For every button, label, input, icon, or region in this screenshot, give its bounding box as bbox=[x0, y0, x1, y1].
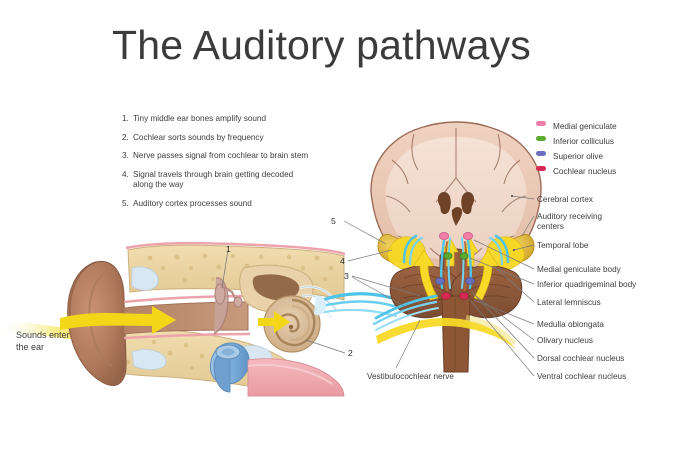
brain-coronal-section bbox=[370, 121, 542, 373]
step-number: 5. bbox=[122, 198, 129, 208]
ear-cross-section bbox=[60, 241, 398, 397]
page-title: The Auditory pathways bbox=[112, 22, 531, 68]
step-text: Auditory cortex processes sound bbox=[133, 198, 252, 208]
legend-label: Superior olive bbox=[553, 152, 604, 161]
step-text: Cochlear sorts sounds by frequency bbox=[133, 132, 264, 142]
leader-dots bbox=[510, 194, 516, 252]
eustachian-tube bbox=[209, 342, 250, 393]
list-item: 1. Tiny middle ear bones amplify sound bbox=[122, 114, 357, 124]
annotation-auditory-receiving-centers: Auditory receiving centers bbox=[537, 212, 603, 231]
annotation-dorsal-cochlear-nucleus: Dorsal cochlear nucleus bbox=[537, 354, 625, 363]
step-number: 4. bbox=[122, 169, 129, 179]
annotation-lateral-lemniscus: Lateral lemniscus bbox=[537, 298, 601, 307]
annotation-cerebral-cortex: Cerebral cortex bbox=[537, 195, 593, 204]
legend-item: Medial geniculate bbox=[536, 116, 617, 131]
legend-item: Inferior colliculus bbox=[536, 131, 617, 146]
callout-3: 3 bbox=[344, 271, 349, 281]
step-number: 2. bbox=[122, 132, 129, 142]
step-number: 3. bbox=[122, 151, 129, 161]
legend-swatch-icon bbox=[536, 135, 546, 141]
list-item: 2. Cochlear sorts sounds by frequency bbox=[122, 133, 357, 143]
list-item: 5. Auditory cortex processes sound bbox=[122, 199, 357, 209]
steps-list: 1. Tiny middle ear bones amplify sound 2… bbox=[122, 114, 357, 217]
annotation-inferior-quadrigeminal-body: Inferior quadrigeminal body bbox=[537, 280, 637, 289]
legend-item: Superior olive bbox=[536, 146, 617, 161]
callout-1: 1 bbox=[226, 244, 231, 254]
callout-2: 2 bbox=[348, 348, 353, 358]
leader-lines bbox=[221, 195, 535, 377]
sound-arrow-canal bbox=[60, 306, 176, 334]
legend-swatch-icon bbox=[536, 120, 546, 126]
step-text: Nerve passes signal from cochlear to bra… bbox=[133, 151, 309, 161]
caption-vestibulocochlear-nerve: Vestibulocochlear nerve bbox=[367, 372, 454, 381]
step-text: Signal travels through brain getting dec… bbox=[133, 169, 294, 190]
list-item: 3. Nerve passes signal from cochlear to … bbox=[122, 151, 357, 161]
legend-label: Cochlear nucleus bbox=[553, 167, 617, 176]
nuclei-markers bbox=[435, 231, 475, 300]
legend-label: Inferior colliculus bbox=[553, 137, 614, 146]
step-number: 1. bbox=[122, 114, 129, 123]
annotation-olivary-nucleus: Olivary nucleus bbox=[537, 336, 593, 345]
caption-sounds-enter-the-ear: Sounds enter the ear bbox=[16, 330, 70, 352]
middle-ear-bones bbox=[213, 277, 243, 335]
callout-5: 5 bbox=[331, 216, 336, 226]
annotation-temporal-lobe: Temporal lobe bbox=[537, 241, 589, 250]
annotation-medulla-oblongata: Medulla oblongata bbox=[537, 320, 604, 329]
step-text: Tiny middle ear bones amplify sound bbox=[133, 114, 267, 123]
legend-label: Medial geniculate bbox=[553, 122, 617, 131]
callout-4: 4 bbox=[340, 256, 345, 266]
cochlea bbox=[263, 295, 321, 353]
annotation-ventral-cochlear-nucleus: Ventral cochlear nucleus bbox=[537, 372, 627, 381]
annotation-medial-geniculate-body: Medial geniculate body bbox=[537, 265, 621, 274]
legend-swatch-icon bbox=[536, 150, 546, 156]
legend-swatch-icon bbox=[536, 165, 546, 171]
legend-item: Cochlear nucleus bbox=[536, 161, 617, 176]
list-item: 4. Signal travels through brain getting … bbox=[122, 170, 357, 191]
legend: Medial geniculate Inferior colliculus Su… bbox=[536, 116, 617, 176]
